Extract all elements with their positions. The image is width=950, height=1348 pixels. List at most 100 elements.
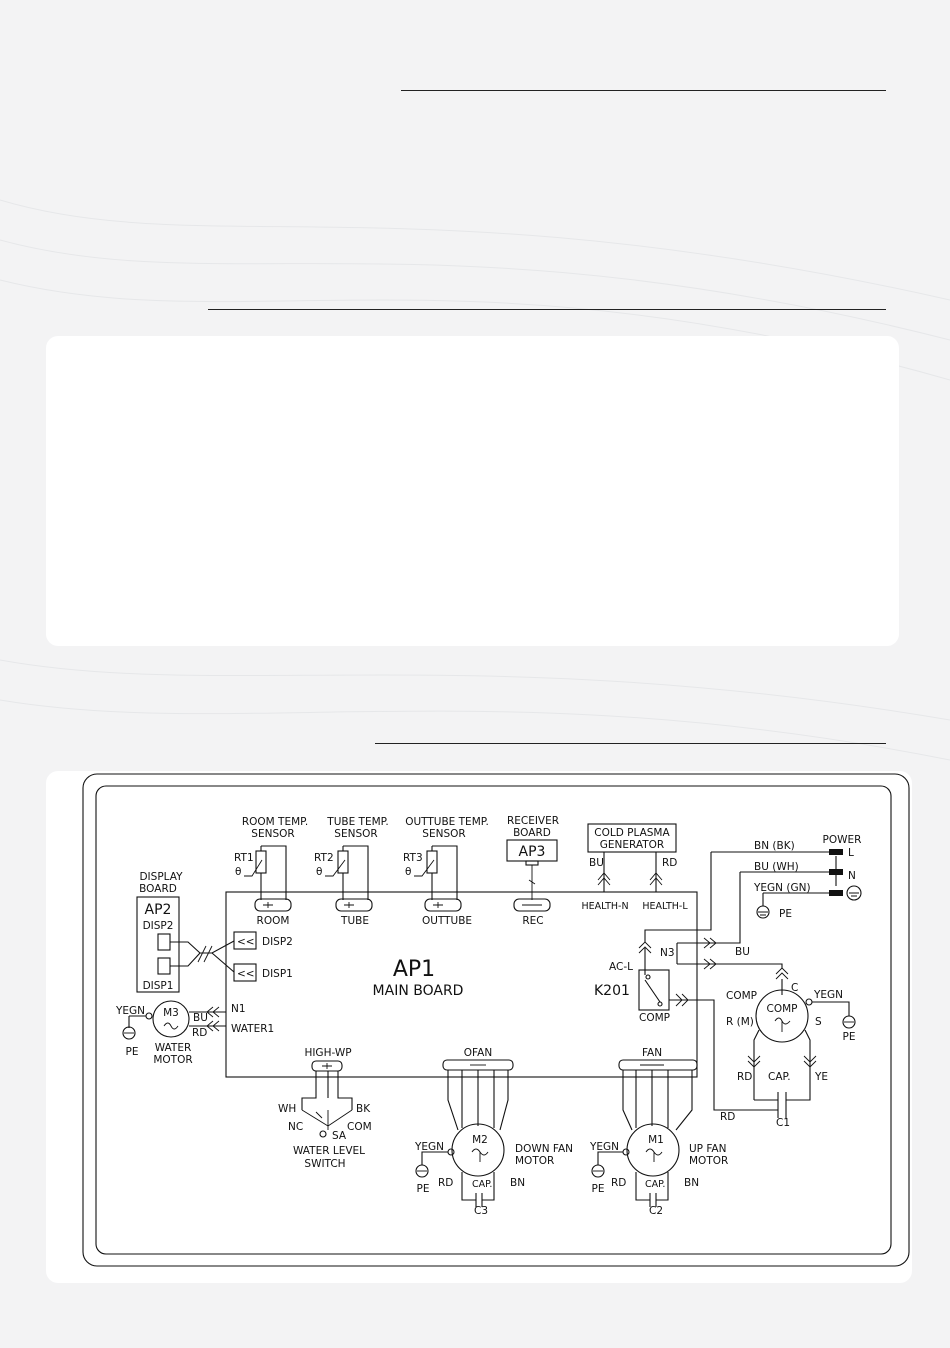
receiver-title: BOARD: [513, 827, 551, 839]
water-motor-earth-wire: YEGN: [115, 1005, 145, 1017]
main-board-label: MAIN BOARD: [373, 983, 464, 999]
relay-comp: COMP: [639, 1012, 670, 1024]
compressor-wire-rd: RD: [737, 1071, 752, 1083]
down-fan-title: MOTOR: [515, 1155, 554, 1167]
sensor-id: RT1: [234, 852, 254, 864]
power-title: POWER: [823, 834, 862, 846]
sensor-title: SENSOR: [334, 828, 377, 840]
water-switch-nc: NC: [288, 1121, 303, 1133]
receiver-board: RECEIVER BOARD AP3 REC: [506, 815, 559, 927]
up-fan-cap-id: C2: [649, 1205, 663, 1217]
power-l: L: [848, 847, 854, 859]
theta-symbol: θ: [316, 866, 322, 878]
compressor-c: C: [791, 982, 798, 994]
up-fan-cap: CAP.: [645, 1179, 665, 1190]
sensor-port: OUTTUBE: [422, 915, 472, 927]
down-fan-cap: CAP.: [472, 1179, 492, 1190]
relay-n3: N3: [660, 947, 675, 959]
sensor-title: OUTTUBE TEMP.: [405, 816, 489, 828]
up-fan-port: FAN: [642, 1047, 662, 1059]
sensor-rt2: TUBE TEMP. SENSOR RT2 θ TUBE: [314, 816, 389, 927]
display-id: AP2: [145, 902, 172, 918]
compressor-cap-id: C1: [776, 1117, 790, 1129]
heading-rule-1: [401, 90, 886, 91]
water-switch-wire-wh: WH: [278, 1103, 296, 1115]
down-fan-motor: OFAN M2 YEGN PE RD CAP. BN C3 DOWN FAN M…: [414, 1047, 573, 1217]
up-fan-wire-rd: RD: [611, 1177, 626, 1189]
water-motor-wire-bu: BU: [193, 1012, 208, 1024]
display-disp1: DISP1: [143, 980, 174, 992]
sensor-title: SENSOR: [251, 828, 294, 840]
display-title: BOARD: [139, 883, 177, 895]
power-n: N: [848, 870, 856, 882]
receiver-title: RECEIVER: [507, 815, 559, 827]
up-fan-earth: PE: [592, 1183, 605, 1195]
water-motor-port-water1: WATER1: [231, 1023, 274, 1035]
up-fan-wire-bn: BN: [684, 1177, 699, 1189]
heading-rule-2: [208, 309, 886, 310]
up-fan-title: MOTOR: [689, 1155, 728, 1167]
plasma-port-n: HEALTH-N: [581, 901, 628, 912]
sensor-rt3: OUTTUBE TEMP. SENSOR RT3 θ OUTTUBE: [403, 816, 489, 927]
cold-plasma-generator: COLD PLASMA GENERATOR BU RD HEALTH-N HEA…: [581, 823, 688, 912]
theta-symbol: θ: [405, 866, 411, 878]
compressor-wire-rd2: RD: [720, 1111, 735, 1123]
display-disp2: DISP2: [143, 920, 174, 932]
down-fan-title: DOWN FAN: [515, 1143, 573, 1155]
up-fan-title: UP FAN: [689, 1143, 726, 1155]
connector-symbol: <<: [237, 968, 255, 980]
sensor-port: TUBE: [340, 915, 369, 927]
compressor-r: R (M): [726, 1016, 754, 1028]
receiver-id: AP3: [519, 844, 546, 860]
receiver-port: REC: [522, 915, 543, 927]
connector-symbol: <<: [237, 936, 255, 948]
water-motor: YEGN PE M3 BU RD N1 WATER1 WATER MOTOR: [115, 1000, 274, 1066]
down-fan-wire-rd: RD: [438, 1177, 453, 1189]
wiring-diagram: AP1 MAIN BOARD ROOM TEMP. SENSOR RT1 θ R…: [82, 773, 910, 1267]
water-motor-title: WATER: [155, 1042, 192, 1054]
water-motor-port-n1: N1: [231, 1003, 246, 1015]
water-level-switch: HIGH-WP WH BK NC COM SA WATER LEVEL SWIT…: [278, 1047, 372, 1170]
down-fan-earth: PE: [417, 1183, 430, 1195]
up-fan-id: M1: [648, 1134, 664, 1146]
up-fan-motor: FAN M1 YEGN PE RD CAP. BN C2 UP FAN MOTO…: [589, 1047, 728, 1217]
sensor-id: RT2: [314, 852, 334, 864]
up-fan-earth-wire: YEGN: [589, 1141, 619, 1153]
theta-symbol: θ: [235, 866, 241, 878]
water-switch-sa: SA: [332, 1130, 347, 1142]
relay-id: K201: [594, 983, 630, 999]
water-motor-wire-rd: RD: [192, 1027, 207, 1039]
power-block: POWER BN (BK) L BU (WH) N YEGN (GN) PE B…: [711, 834, 862, 958]
power-wire-pe: YEGN (GN): [753, 882, 811, 894]
main-board: AP1 MAIN BOARD: [225, 891, 698, 1078]
water-switch-port: HIGH-WP: [304, 1047, 351, 1059]
plasma-wire-rd: RD: [662, 857, 677, 869]
down-fan-earth-wire: YEGN: [414, 1141, 444, 1153]
plasma-title: COLD PLASMA: [594, 827, 670, 839]
sensor-port: ROOM: [257, 915, 290, 927]
display-title: DISPLAY: [139, 871, 183, 883]
sensor-title: SENSOR: [422, 828, 465, 840]
relay-k201: AC-L K201 COMP N3: [594, 852, 783, 1111]
compressor-earth-wire: YEGN: [813, 989, 843, 1001]
water-motor-title: MOTOR: [153, 1054, 192, 1066]
down-fan-id: M2: [472, 1134, 488, 1146]
water-motor-id: M3: [163, 1007, 179, 1019]
power-pe: PE: [779, 908, 792, 920]
power-wire-bu: BU: [735, 946, 750, 958]
wiring-diagram-card: AP1 MAIN BOARD ROOM TEMP. SENSOR RT1 θ R…: [46, 771, 912, 1283]
down-fan-port: OFAN: [464, 1047, 492, 1059]
relay-acl: AC-L: [609, 961, 633, 973]
compressor-cap: CAP.: [768, 1071, 791, 1083]
water-switch-com: COM: [347, 1121, 372, 1133]
water-switch-wire-bk: BK: [356, 1103, 371, 1115]
compressor-s: S: [815, 1016, 822, 1028]
sensor-title: TUBE TEMP.: [326, 816, 388, 828]
plasma-title: GENERATOR: [600, 839, 664, 851]
display-board: DISPLAY BOARD AP2 DISP2 DISP1 << << DISP…: [136, 871, 293, 993]
water-switch-title: WATER LEVEL: [293, 1145, 365, 1157]
power-wire-n: BU (WH): [754, 861, 799, 873]
water-motor-earth: PE: [126, 1046, 139, 1058]
water-switch-title: SWITCH: [304, 1158, 345, 1170]
